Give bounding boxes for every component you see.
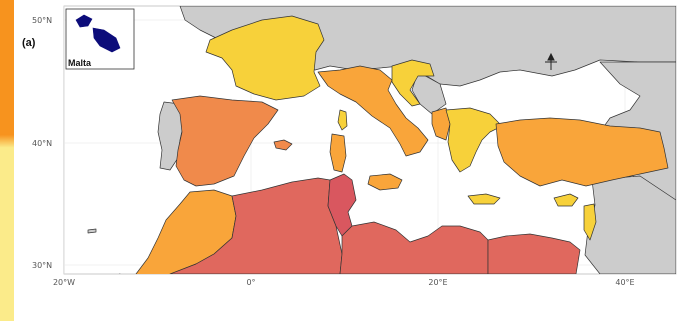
y-tick-50N: 50°N: [32, 16, 52, 25]
y-tick-40N: 40°N: [32, 139, 52, 148]
island-sicily: [367, 173, 403, 191]
country-croatia: [391, 59, 435, 107]
island-sardinia: [329, 133, 347, 173]
country-levant-coast: [583, 203, 597, 241]
country-tunisia: [327, 173, 357, 237]
x-tick-20E: 20°E: [428, 278, 447, 287]
country-spain: [171, 95, 279, 187]
country-france: [205, 15, 325, 101]
island-crete: [467, 193, 501, 205]
x-tick-20W: 20°W: [53, 278, 75, 287]
island-corsica: [337, 109, 348, 131]
malta-inset: Malta: [65, 8, 135, 70]
inset-label: Malta: [68, 58, 92, 68]
map-layers: [64, 6, 676, 274]
levant-arabia: [584, 175, 676, 274]
island-cyprus: [553, 193, 579, 207]
panel-label: (a): [22, 37, 36, 49]
canary-islands: [118, 273, 121, 274]
country-italy: [317, 65, 429, 157]
inset-malta-main: [92, 27, 121, 53]
country-albania: [431, 107, 451, 141]
island-madeira: [87, 228, 97, 234]
country-libya: [339, 221, 489, 274]
color-legend-strip: [0, 0, 14, 321]
country-greece: [445, 107, 503, 173]
inset-gozo: [75, 14, 93, 28]
x-tick-0: 0°: [246, 278, 255, 287]
north-arrow-icon: [545, 52, 557, 70]
country-egypt: [487, 233, 581, 274]
country-turkey: [495, 117, 669, 187]
x-tick-40E: 40°E: [615, 278, 634, 287]
island-balearics: [273, 139, 293, 151]
y-tick-30N: 30°N: [32, 261, 52, 270]
